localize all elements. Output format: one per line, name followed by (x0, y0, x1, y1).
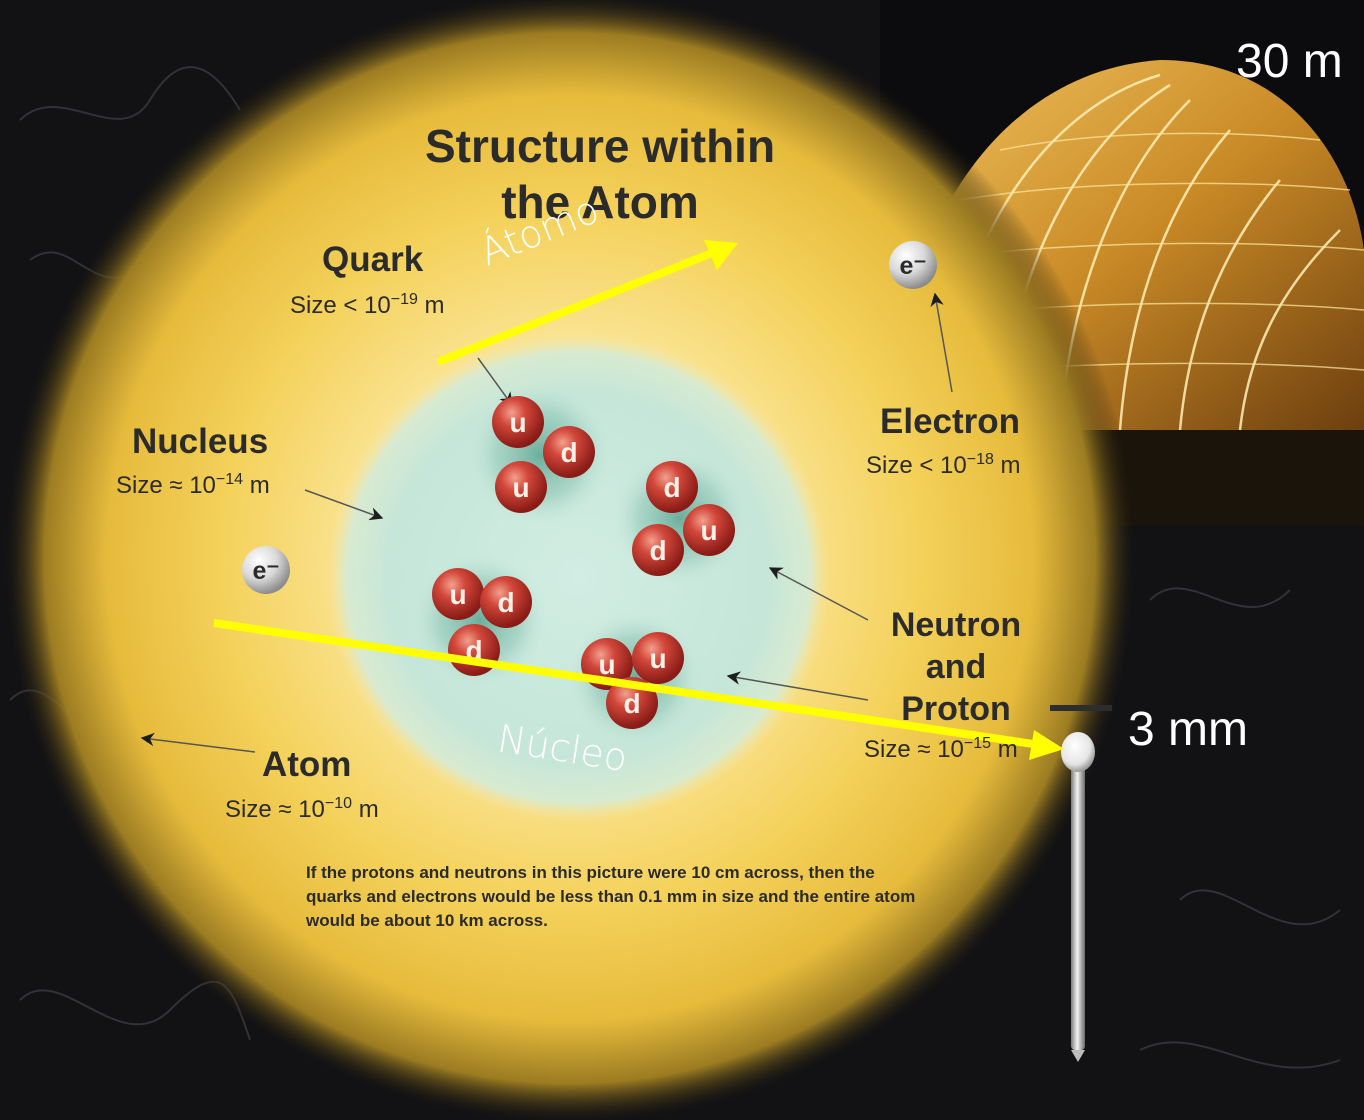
proton-line: Proton (901, 690, 1011, 728)
pin-illustration (1050, 705, 1112, 1062)
quark-u: u (683, 504, 735, 556)
pin-scale-label: 3 mm (1128, 703, 1248, 756)
quark-symbol-u: u (598, 649, 615, 680)
quark-symbol-d: d (623, 688, 640, 719)
nucleus-label: Nucleus (132, 422, 269, 461)
pointer-arrows (140, 292, 953, 753)
quark-symbol-u: u (449, 579, 466, 610)
quark-symbol-d: d (649, 535, 666, 566)
quark-d: d (632, 524, 684, 576)
quark-symbol-d: d (497, 587, 514, 618)
nucleus-scale-arrow (213, 619, 1064, 760)
quark-u: u (495, 461, 547, 513)
and-line: and (925, 648, 987, 686)
quark-symbol-d: d (560, 437, 577, 468)
quark-d: d (543, 426, 595, 478)
quark-u: u (432, 568, 484, 620)
diagram-title: Structure within the Atom (424, 120, 776, 228)
quark-symbol-u: u (512, 472, 529, 503)
atom-size: Size ≈ 10−10 m (225, 795, 379, 824)
quark-d: d (448, 624, 500, 676)
quark-symbol-u: u (509, 407, 526, 438)
electron-size: Size < 10−18 m (866, 451, 1021, 480)
quark-label: Quark (322, 240, 424, 279)
neutron-proton-label: Neutron and Proton (866, 604, 1046, 730)
electron-label: Electron (880, 402, 1021, 441)
quark-d: d (480, 576, 532, 628)
electron-symbol: e⁻ (899, 252, 926, 280)
quark-symbol-u: u (649, 643, 666, 674)
quark-u: u (492, 396, 544, 448)
quark-symbol-d: d (663, 472, 680, 503)
quark-size: Size < 10−19 m (290, 291, 445, 320)
atom-scale-arrow (436, 240, 738, 366)
dome-scale-label: 30 m (1236, 35, 1343, 88)
neutron-line: Neutron (890, 606, 1022, 644)
electron-symbol: e⁻ (252, 557, 279, 585)
quark-u: u (632, 632, 684, 684)
electron-particle: e⁻ (242, 546, 290, 594)
atom-label: Atom (262, 745, 352, 784)
scale-footnote: If the protons and neutrons in this pict… (306, 863, 916, 930)
quark-d: d (646, 461, 698, 513)
quark-symbol-u: u (700, 515, 717, 546)
neutron-proton-size: Size ≈ 10−15 m (864, 735, 1018, 764)
electron-particle: e⁻ (889, 241, 937, 289)
nucleus-size: Size ≈ 10−14 m (116, 471, 270, 500)
